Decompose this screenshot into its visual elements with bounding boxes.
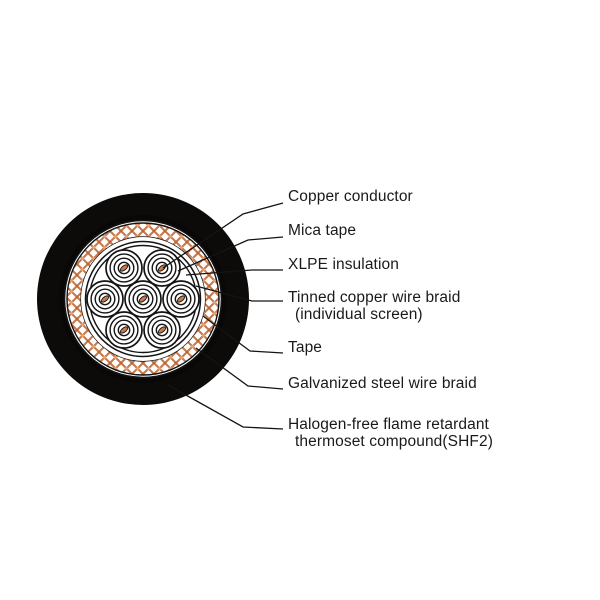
core-ring [98, 292, 112, 306]
core-ring [143, 249, 181, 287]
copper-conductor-core [158, 264, 166, 272]
bedding-inner-edge [84, 240, 202, 358]
copper-conductor-core [177, 295, 185, 303]
core-ring [105, 249, 143, 287]
conductor-core [143, 311, 181, 349]
leader-line-copper-conductor [162, 202, 284, 269]
leader-lines-group [162, 202, 284, 430]
conductor-core [86, 280, 124, 318]
core-ring [124, 280, 162, 318]
core-ring [155, 261, 169, 275]
copper-conductor-outline [119, 326, 129, 334]
conductor-cores-group [86, 249, 200, 349]
copper-conductor-outline [138, 295, 148, 303]
conductor-core [143, 249, 181, 287]
core-ring [113, 257, 135, 279]
core-ring [132, 288, 154, 310]
braid-outer-edge [66, 222, 220, 376]
leader-line-mica-tape [177, 236, 284, 272]
leader-line-tape [202, 315, 284, 354]
core-ring [117, 323, 131, 337]
copper-conductor-outline [157, 326, 167, 334]
copper-conductor-core [120, 326, 128, 334]
label-halogen-free-flame-retardant-line-2: thermoset compound(SHF2) [295, 433, 493, 450]
core-ring [105, 311, 143, 349]
core-ring [86, 280, 124, 318]
core-ring [155, 323, 169, 337]
core-ring [128, 284, 158, 314]
label-tinned-copper-wire-braid-line-2: (individual screen) [295, 306, 423, 323]
conductor-core [105, 249, 143, 287]
leader-line-xlpe-insulation [185, 269, 283, 276]
label-tinned-copper-wire-braid-line-1: Tinned copper wire braid [288, 289, 461, 306]
copper-conductor-outline [157, 264, 167, 272]
core-ring [151, 257, 173, 279]
copper-conductor-outline [100, 295, 110, 303]
core-ring [117, 261, 131, 275]
copper-conductor-outline [119, 264, 129, 272]
label-tape-line-1: Tape [288, 339, 323, 356]
label-galvanized-steel-wire-braid-line-1: Galvanized steel wire braid [288, 375, 477, 392]
leader-line-halogen-free-flame-retardant [167, 384, 284, 430]
core-ring [90, 284, 120, 314]
copper-conductor-core [120, 264, 128, 272]
core-ring [109, 315, 139, 345]
label-xlpe-insulation-line-1: XLPE insulation [288, 256, 399, 273]
core-ring [136, 292, 150, 306]
core-ring [166, 284, 196, 314]
label-mica-tape-line-1: Mica tape [288, 222, 357, 239]
copper-conductor-outline [176, 295, 186, 303]
leader-line-galvanized-steel-wire-braid [195, 347, 284, 390]
core-ring [147, 315, 177, 345]
label-copper-conductor-line-1: Copper conductor [288, 188, 413, 205]
conductor-core [162, 280, 200, 318]
copper-conductor-core [139, 295, 147, 303]
label-tape: Tape [288, 339, 322, 356]
core-ring [174, 292, 188, 306]
core-ring [109, 253, 139, 283]
label-galvanized-steel-wire-braid: Galvanized steel wire braid [288, 375, 477, 392]
conductor-core [124, 280, 162, 318]
core-ring [151, 319, 173, 341]
conductor-core [105, 311, 143, 349]
label-copper-conductor: Copper conductor [288, 188, 413, 205]
core-ring [143, 311, 181, 349]
leader-line-tinned-copper-wire-braid [195, 285, 283, 302]
core-ring [94, 288, 116, 310]
label-halogen-free-flame-retardant-line-1: Halogen-free flame retardant [288, 416, 489, 433]
core-ring [170, 288, 192, 310]
label-xlpe-insulation: XLPE insulation [288, 256, 399, 273]
core-ring [147, 253, 177, 283]
label-mica-tape: Mica tape [288, 222, 356, 239]
label-tinned-copper-wire-braid: Tinned copper wire braid(individual scre… [288, 289, 460, 323]
copper-conductor-core [101, 295, 109, 303]
copper-conductor-core [158, 326, 166, 334]
core-ring [113, 319, 135, 341]
core-ring [162, 280, 200, 318]
